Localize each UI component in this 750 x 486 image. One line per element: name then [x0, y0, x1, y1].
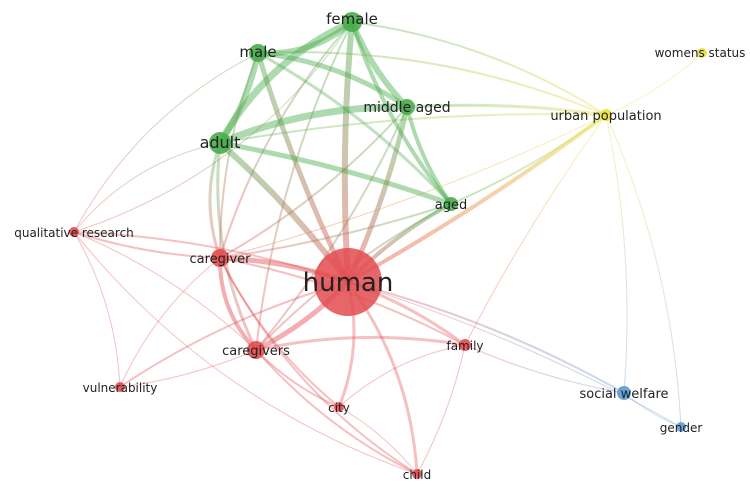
label-child: child: [403, 468, 432, 482]
edge-female-urban-population: [351, 21, 607, 116]
edge-caregiver-caregivers: [217, 256, 258, 352]
node-adult[interactable]: [209, 132, 231, 154]
edge-family-city: [338, 344, 466, 408]
label-adult: adult: [200, 133, 241, 152]
edge-male-middle-aged: [255, 50, 410, 110]
node-caregiver[interactable]: [211, 249, 229, 267]
node-gender[interactable]: [676, 422, 686, 432]
label-layer: human female male adult middle aged aged urban…: [14, 10, 745, 482]
edge-qualitative-research-female: [73, 21, 353, 233]
node-womens-status[interactable]: [697, 48, 707, 58]
edge-caregivers-qualitative-research: [73, 231, 257, 351]
label-human: human: [303, 268, 394, 298]
node-vulnerability[interactable]: [115, 382, 125, 392]
edge-caregivers-vulnerability: [119, 349, 257, 388]
edge-urban-population-womens-status: [605, 52, 703, 116]
edge-caregiver-child: [219, 257, 418, 475]
edge-female-caregiver: [219, 21, 353, 259]
edge-adult-caregiver: [208, 141, 222, 260]
edge-female-caregivers: [255, 21, 353, 351]
edge-city-child: [338, 406, 418, 475]
edge-family-social-welfare: [464, 344, 625, 394]
edge-caregiver-vulnerability: [119, 257, 221, 388]
edge-male-qualitative-research: [73, 52, 259, 233]
edge-urban-population-social-welfare: [605, 114, 628, 394]
edge-adult-aged: [217, 140, 454, 207]
node-qualitative-research[interactable]: [69, 227, 79, 237]
node-city[interactable]: [334, 402, 344, 412]
node-caregivers[interactable]: [247, 341, 265, 359]
edge-qualitative-research-child: [73, 231, 418, 475]
label-womens-status: womens status: [655, 46, 746, 60]
edge-family-child: [416, 344, 466, 475]
label-family: family: [446, 339, 483, 353]
edge-female-aged: [350, 20, 453, 206]
edge-qualitative-research-vulnerability: [73, 231, 121, 388]
node-middle-aged[interactable]: [399, 99, 415, 115]
edge-urban-population-caregiver: [219, 114, 607, 259]
edge-adult-middle-aged: [216, 103, 411, 147]
edge-male-aged: [256, 51, 453, 206]
edge-caregivers-family: [254, 335, 467, 352]
node-aged[interactable]: [444, 197, 458, 211]
label-urban-population: urban population: [550, 109, 661, 124]
edge-middle-aged-aged: [405, 105, 453, 206]
edge-caregiver-qualitative-research: [73, 231, 221, 259]
edge-male-urban-population: [257, 51, 607, 116]
label-qualitative-research: qualitative research: [14, 226, 134, 240]
node-social-welfare[interactable]: [617, 386, 631, 400]
edge-female-human: [341, 19, 355, 285]
label-male: male: [239, 43, 276, 61]
edge-middle-aged-urban-population: [405, 103, 608, 117]
edge-urban-population-human: [346, 113, 608, 284]
label-middle-aged: middle aged: [363, 100, 450, 116]
edge-middle-aged-caregiver: [219, 106, 408, 259]
edge-human-qualitative-research: [73, 231, 349, 283]
node-child[interactable]: [412, 469, 422, 479]
edge-aged-caregiver: [219, 203, 452, 259]
node-human[interactable]: [314, 248, 382, 316]
edge-caregivers-child: [255, 349, 418, 475]
label-social-welfare: social welfare: [579, 387, 668, 402]
edge-adult-qualitative-research: [73, 142, 221, 233]
edge-female-adult: [216, 18, 356, 147]
label-vulnerability: vulnerability: [83, 381, 158, 395]
label-female: female: [326, 10, 378, 28]
edge-middle-aged-caregivers: [255, 106, 408, 351]
node-family[interactable]: [459, 339, 471, 351]
edge-urban-population-family: [464, 114, 607, 346]
label-aged: aged: [435, 198, 467, 213]
node-female[interactable]: [342, 12, 362, 32]
edge-aged-urban-population: [450, 114, 607, 205]
edge-human-social-welfare: [347, 281, 625, 394]
node-layer: [69, 12, 707, 479]
node-urban-population[interactable]: [600, 109, 612, 121]
edge-urban-population-gender: [605, 114, 682, 428]
label-caregivers: caregivers: [222, 344, 290, 359]
label-city: city: [328, 401, 350, 415]
node-male[interactable]: [249, 44, 267, 62]
label-gender: gender: [660, 421, 703, 435]
edge-layer: [73, 18, 703, 476]
label-caregiver: caregiver: [189, 252, 251, 267]
